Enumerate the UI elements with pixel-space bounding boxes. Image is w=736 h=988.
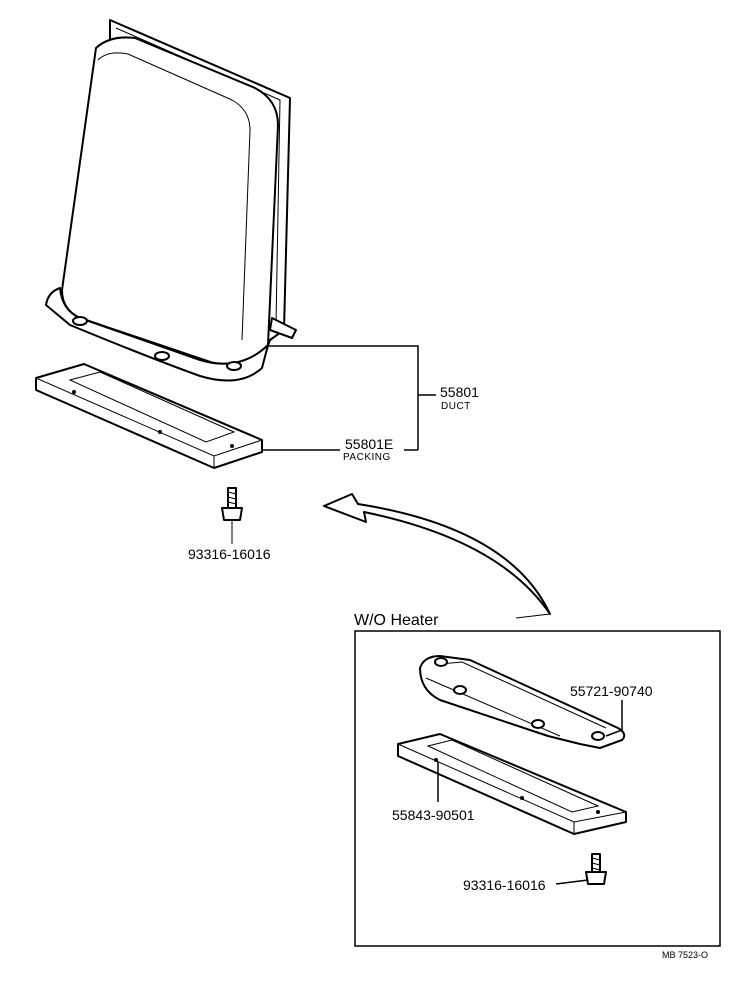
- packing-part-name: PACKING: [343, 452, 391, 463]
- duct-part: [45, 19, 297, 382]
- inset-packing-number: 55843-90501: [392, 807, 475, 823]
- bolt-part-number: 93316-16016: [188, 546, 271, 562]
- inset-packing-part: [397, 733, 627, 835]
- inset-title: W/O Heater: [354, 612, 439, 629]
- packing-part-number: 55801E: [345, 436, 393, 452]
- packing-part: [35, 363, 263, 469]
- inset-cover-part: [419, 655, 626, 749]
- inset-cover-number: 55721-90740: [570, 683, 653, 699]
- inset-bolt-part: [585, 853, 607, 885]
- duct-part-number: 55801: [440, 384, 479, 400]
- reference-code: MB 7523-O: [662, 950, 708, 960]
- callout-lines: [262, 345, 436, 451]
- inset-callouts: [437, 700, 623, 885]
- duct-part-name: DUCT: [441, 401, 471, 412]
- inset-bolt-number: 93316-16016: [463, 877, 546, 893]
- curved-arrow: [323, 493, 551, 619]
- bolt-part: [221, 487, 243, 544]
- inset-box: [354, 630, 721, 947]
